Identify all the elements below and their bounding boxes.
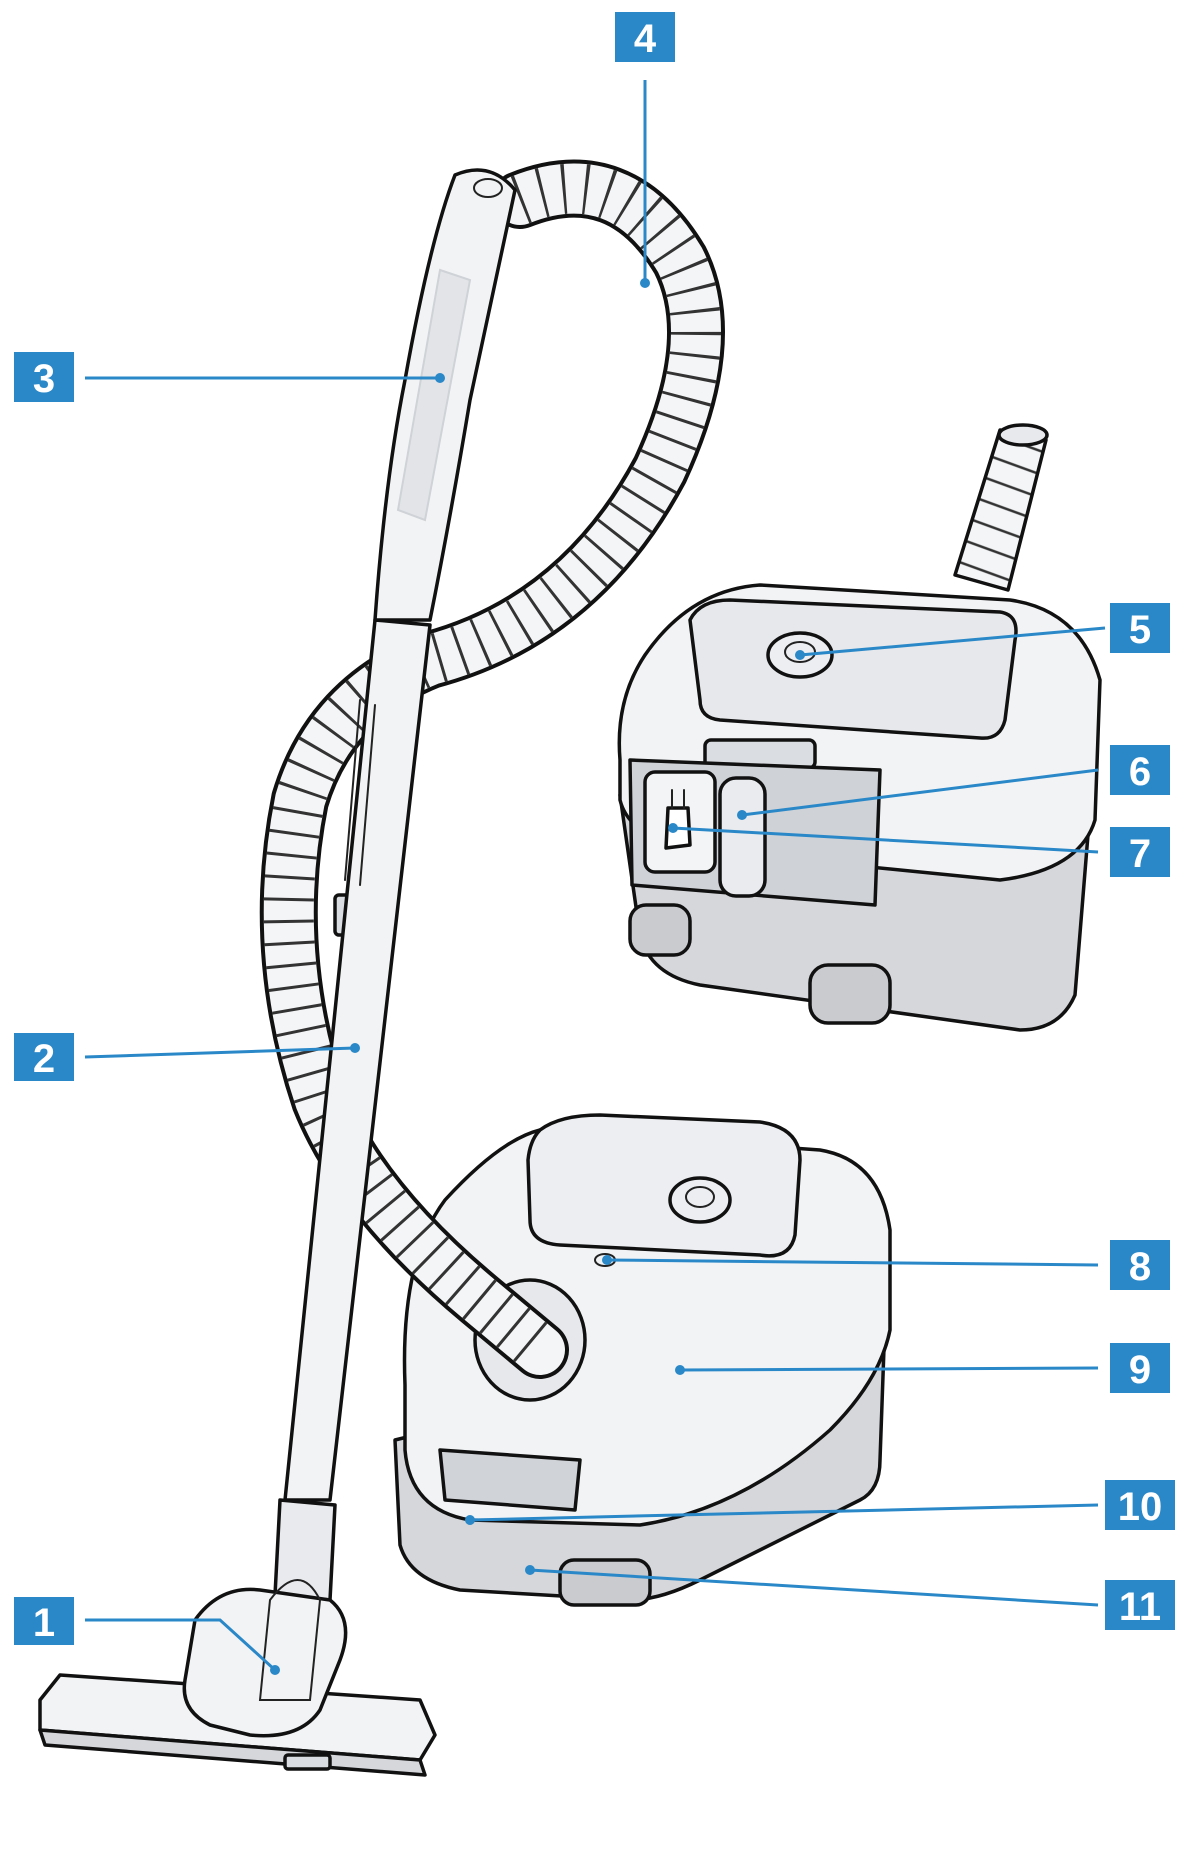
leader-lines [84,80,1106,1675]
leader-7 [672,826,1099,854]
svg-text:7: 7 [1129,832,1151,876]
callout-8: 8 [1110,1240,1170,1290]
leader-5 [799,626,1106,657]
callout-4: 4 [615,12,675,62]
callout-5: 5 [1110,603,1170,653]
vacuum-unit-front [393,1113,892,1607]
leader-10 [469,1503,1099,1522]
svg-text:3: 3 [33,357,55,401]
callout-10: 10 [1105,1480,1175,1530]
callout-1: 1 [14,1597,74,1645]
leader-2 [84,1046,356,1059]
leader-6 [741,768,1099,817]
svg-text:5: 5 [1129,608,1151,652]
svg-text:10: 10 [1118,1485,1163,1529]
callout-7: 7 [1110,827,1170,877]
callout-2: 2 [14,1033,74,1081]
floor-nozzle [38,1579,437,1777]
vacuum-unit-rear [617,423,1102,1032]
svg-text:4: 4 [634,17,657,61]
svg-text:11: 11 [1119,1585,1161,1629]
svg-text:1: 1 [33,1601,55,1645]
leader-11 [529,1568,1099,1607]
callout-3: 3 [14,352,74,402]
leader-1 [85,1618,277,1672]
handle-and-tube [273,168,517,1602]
callout-11: 11 [1105,1580,1175,1630]
leader-8 [606,1258,1099,1267]
leader-9 [679,1366,1099,1372]
svg-text:9: 9 [1129,1348,1151,1392]
svg-text:6: 6 [1129,750,1151,794]
svg-text:2: 2 [33,1037,55,1081]
svg-text:8: 8 [1129,1245,1151,1289]
callout-9: 9 [1110,1343,1170,1393]
callout-6: 6 [1110,745,1170,795]
